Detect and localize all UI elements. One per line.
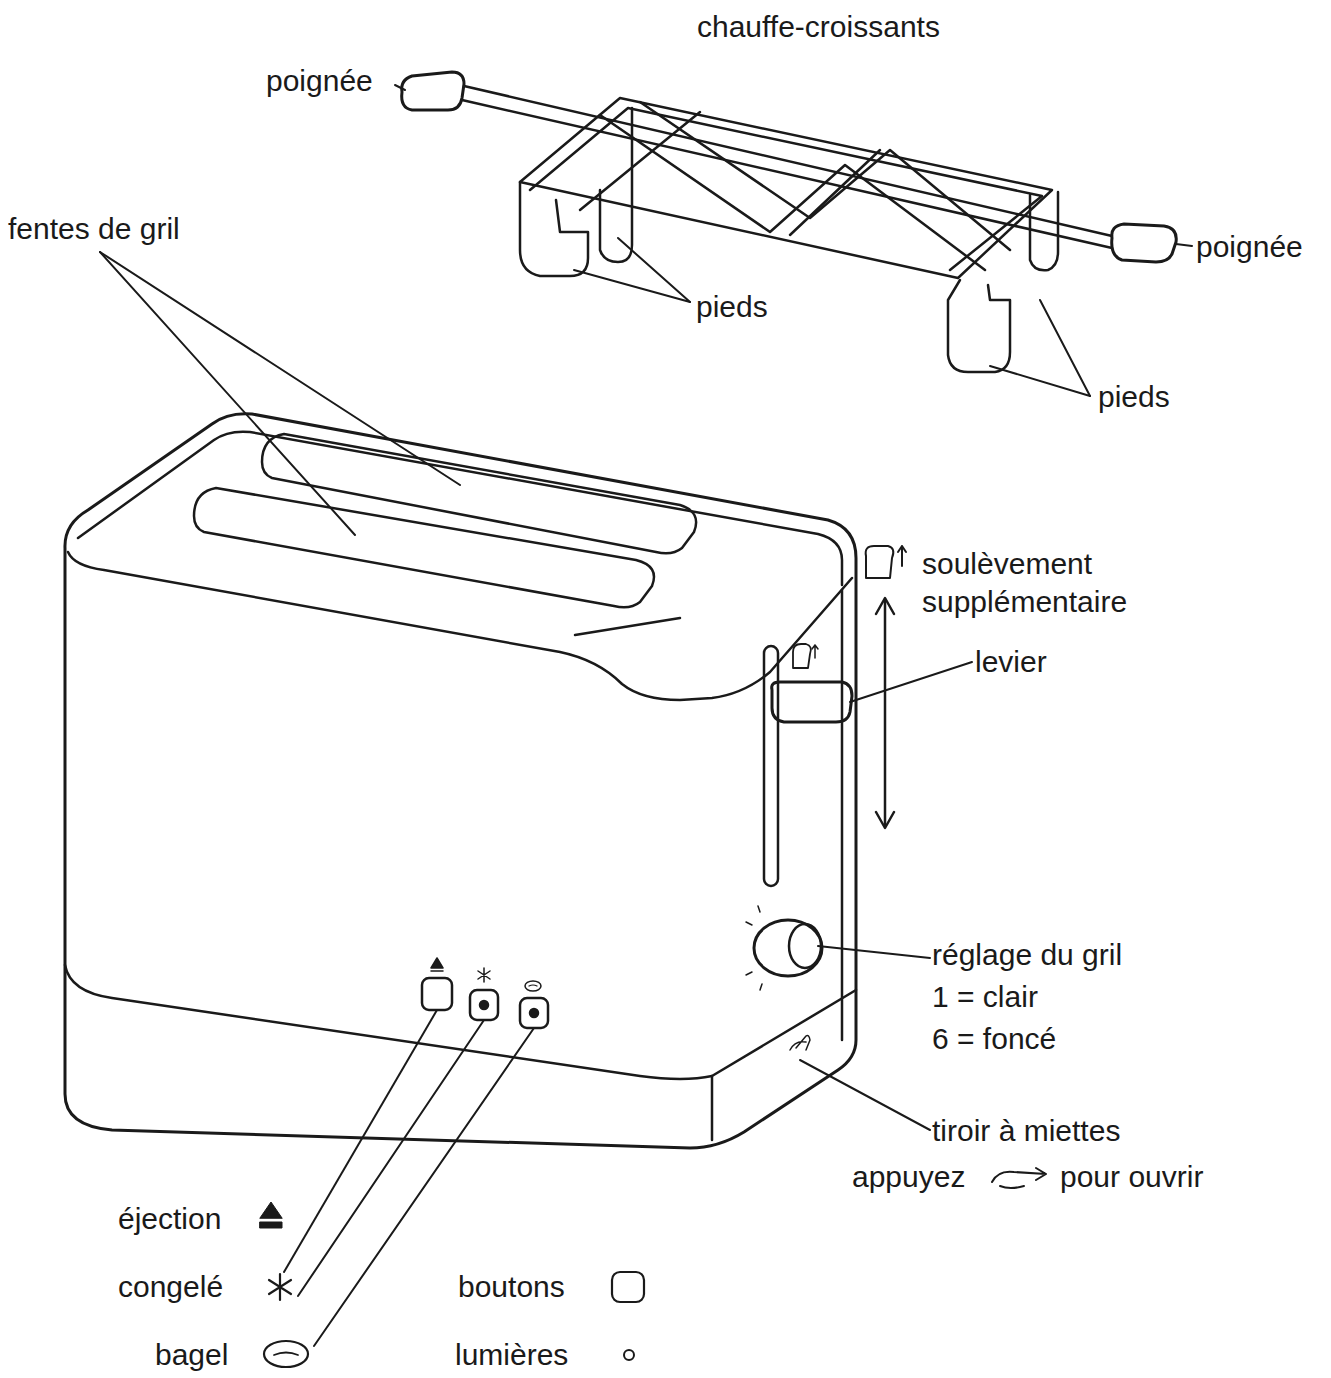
part-label: soulèvement supplémentaire [922,545,1182,621]
part-label: levier [975,643,1047,681]
croissant-rack [402,72,1177,372]
part-label: réglage du gril [932,936,1122,974]
part-label: pieds [696,288,768,326]
part-label: 1 = clair [932,978,1038,1016]
legend-text: boutons [458,1268,565,1306]
toaster-body [65,414,856,1148]
part-label: éjection [118,1200,221,1238]
part-label: 6 = foncé [932,1020,1056,1058]
label-symbols [260,1168,1046,1367]
part-label: poignée [1196,228,1303,266]
part-label: congelé [118,1268,223,1306]
legend-text: lumières [455,1336,568,1374]
part-label: poignée [266,62,373,100]
part-label: fentes de gril [8,210,180,248]
part-label: appuyez [852,1158,965,1196]
part-label: tiroir à miettes [932,1112,1120,1150]
part-label: bagel [155,1336,228,1374]
leader-lines [100,85,1192,1346]
lift-arrow [876,598,894,828]
part-label: pieds [1098,378,1170,416]
bread-icon [866,546,894,578]
bread-icon-arrow [898,546,906,566]
part-label: pour ouvrir [1060,1158,1203,1196]
part-label: chauffe-croissants [697,8,940,46]
